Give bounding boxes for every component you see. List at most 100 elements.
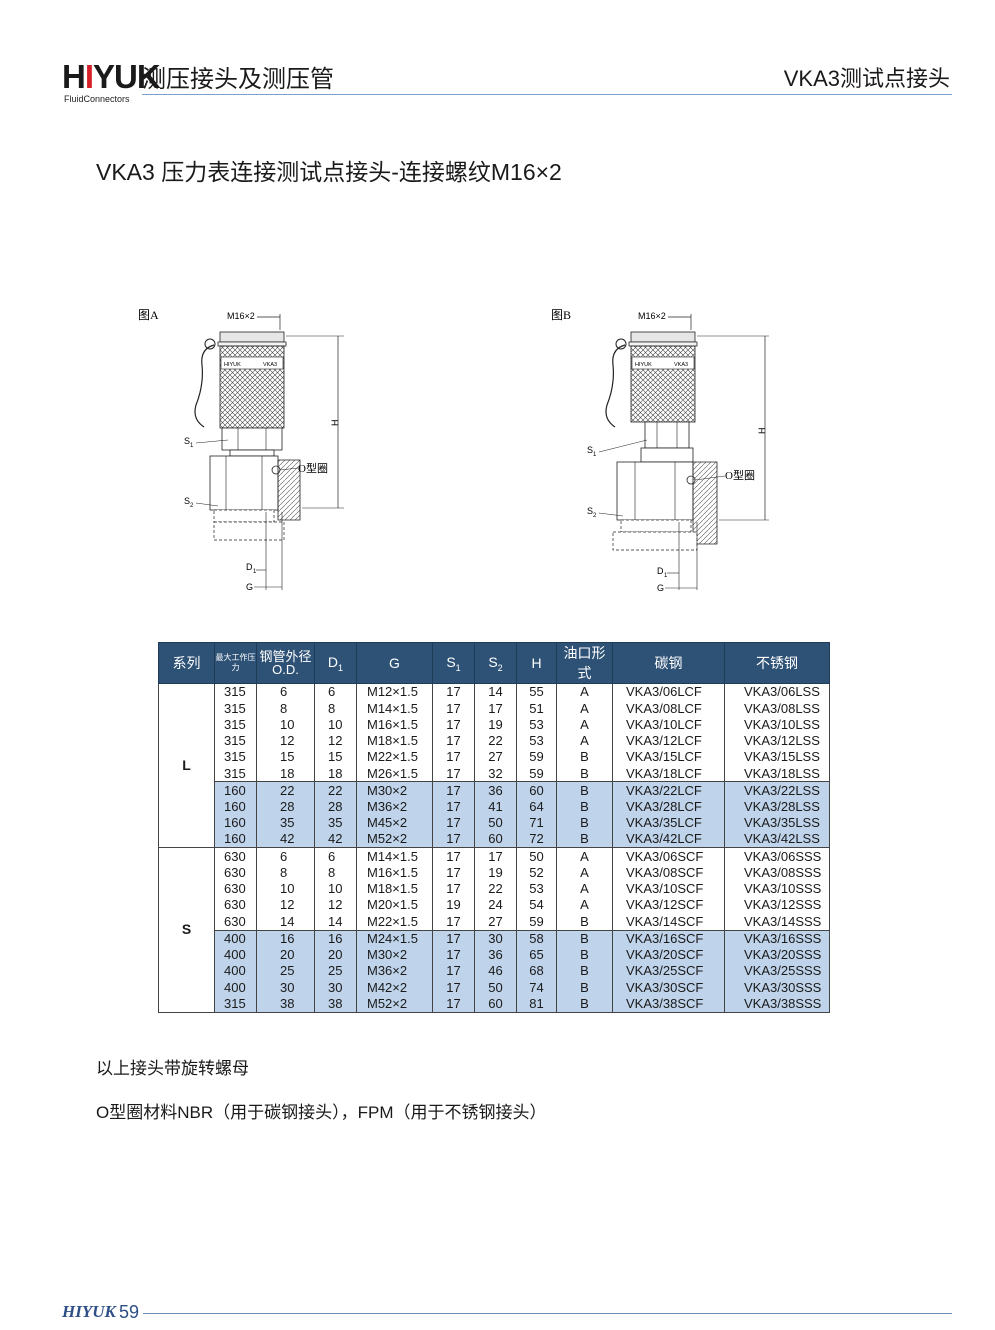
cell-d1: 10 (314, 716, 357, 733)
cell-g: M52×2 (356, 831, 433, 848)
cell-t: B (556, 913, 613, 931)
col-s1: S1 (432, 642, 475, 684)
cell-g: M22×1.5 (356, 748, 433, 766)
cell-d1: 38 (314, 995, 357, 1013)
cell-ss: VKA3/06SSS (724, 847, 830, 865)
cell-h: 68 (516, 963, 557, 980)
col-d1: D1 (314, 642, 357, 684)
cell-od: 12 (256, 897, 315, 914)
o-ring-label: O型圈 (298, 461, 328, 475)
cap-label-band (220, 356, 284, 370)
cell-ss: VKA3/06LSS (724, 683, 830, 701)
figure-a-thread-label: M16×2 (227, 311, 255, 321)
cell-p: 160 (214, 814, 257, 832)
cell-d1: 8 (314, 700, 357, 717)
cell-ss: VKA3/22LSS (724, 781, 830, 799)
col-g: G (356, 642, 433, 684)
strap-ring (204, 338, 216, 350)
cell-ss: VKA3/10SSS (724, 880, 830, 898)
cell-s2: 32 (474, 765, 517, 782)
cell-s1: 17 (432, 765, 475, 782)
cell-t: A (556, 732, 613, 749)
cell-cs: VKA3/08SCF (612, 864, 725, 881)
cell-d1: 12 (314, 897, 357, 914)
cell-ss: VKA3/30SSS (724, 979, 830, 996)
cell-cs: VKA3/16SCF (612, 929, 725, 947)
cell-d1: 6 (314, 683, 357, 701)
cell-s2: 60 (474, 995, 517, 1013)
cell-cs: VKA3/10LCF (612, 716, 725, 733)
cell-d1: 25 (314, 963, 357, 980)
cell-s1: 17 (432, 814, 475, 832)
cell-s1: 17 (432, 946, 475, 964)
cell-cs: VKA3/10SCF (612, 880, 725, 898)
cell-ss: VKA3/28LSS (724, 798, 830, 815)
svg-text:1: 1 (664, 573, 668, 579)
cell-od: 8 (256, 700, 315, 717)
figure-a: 图A M16×2 HIYUK VKA3 S 1 S 2 (130, 300, 360, 600)
cell-s1: 17 (432, 700, 475, 717)
cell-s2: 50 (474, 814, 517, 832)
cell-p: 630 (214, 847, 257, 865)
cell-d1: 10 (314, 880, 357, 898)
cell-cs: VKA3/15LCF (612, 748, 725, 766)
d1-label: D (657, 566, 664, 576)
cell-g: M45×2 (356, 814, 433, 832)
cell-ss: VKA3/20SSS (724, 946, 830, 964)
cell-od: 10 (256, 880, 315, 898)
cell-s2: 50 (474, 979, 517, 996)
cell-d1: 6 (314, 847, 357, 865)
cell-h: 81 (516, 995, 557, 1013)
cell-g: M16×1.5 (356, 716, 433, 733)
cell-p: 160 (214, 781, 257, 799)
cell-s2: 19 (474, 864, 517, 881)
col-s2: S2 (474, 642, 517, 684)
cell-h: 71 (516, 814, 557, 832)
cell-cs: VKA3/14SCF (612, 913, 725, 931)
cell-d1: 35 (314, 814, 357, 832)
cell-s1: 17 (432, 716, 475, 733)
h-label: H (757, 428, 767, 435)
cell-g: M36×2 (356, 963, 433, 980)
cell-s1: 17 (432, 831, 475, 848)
cell-t: B (556, 814, 613, 832)
cell-d1: 8 (314, 864, 357, 881)
cell-h: 52 (516, 864, 557, 881)
svg-text:2: 2 (593, 513, 597, 519)
cell-d1: 20 (314, 946, 357, 964)
cell-p: 630 (214, 880, 257, 898)
cell-od: 22 (256, 781, 315, 799)
cell-h: 54 (516, 897, 557, 914)
cell-s2: 19 (474, 716, 517, 733)
cell-d1: 14 (314, 913, 357, 931)
cell-ss: VKA3/08SSS (724, 864, 830, 881)
cap-brand-text: HIYUK (224, 362, 241, 368)
cell-s1: 17 (432, 798, 475, 815)
cell-cs: VKA3/06LCF (612, 683, 725, 701)
cell-g: M26×1.5 (356, 765, 433, 782)
cell-t: B (556, 946, 613, 964)
cell-s1: 17 (432, 847, 475, 865)
svg-text:VKA3: VKA3 (674, 362, 688, 368)
cell-g: M18×1.5 (356, 732, 433, 749)
cell-h: 65 (516, 946, 557, 964)
cell-cs: VKA3/30SCF (612, 979, 725, 996)
note-oring-material: O型圈材料NBR（用于碳钢接头），FPM（用于不锈钢接头） (96, 1103, 547, 1122)
page-title: VKA3 压力表连接测试点接头-连接螺纹M16×2 (96, 159, 562, 185)
cell-p: 400 (214, 946, 257, 964)
cell-g: M24×1.5 (356, 929, 433, 947)
cell-t: B (556, 963, 613, 980)
cell-s2: 60 (474, 831, 517, 848)
cell-od: 15 (256, 748, 315, 766)
cell-h: 50 (516, 847, 557, 865)
